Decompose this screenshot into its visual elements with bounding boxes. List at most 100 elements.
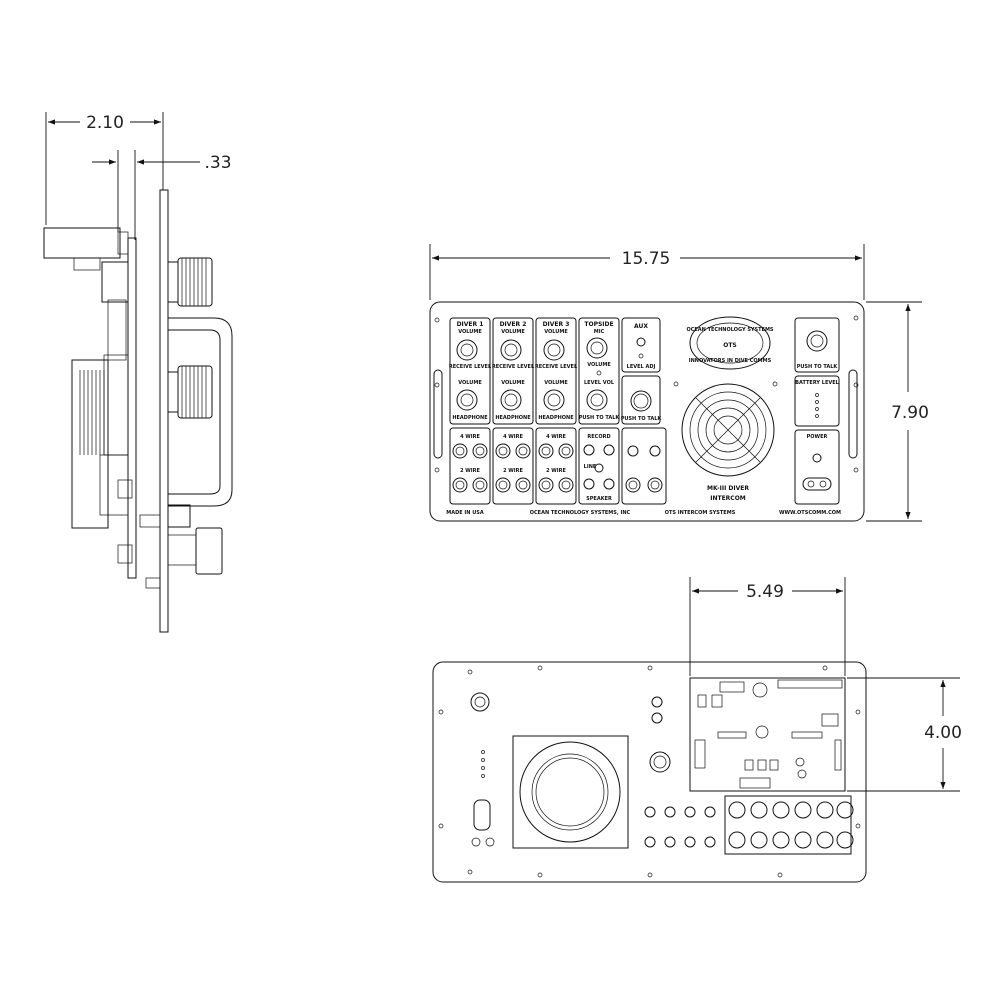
svg-text:VOLUME: VOLUME [544, 329, 568, 335]
module-diver-2: DIVER 2 VOLUME RECEIVE LEVEL VOLUME HEAD… [492, 317, 535, 425]
rear-speaker [512, 735, 629, 849]
jack-socket[interactable] [583, 444, 595, 456]
dimension-side-width: 2.10 [45, 112, 164, 225]
footer-made-in: MADE IN USA [446, 510, 484, 516]
side-connector-box [43, 227, 121, 259]
jack-socket[interactable] [472, 477, 488, 493]
svg-text:VOLUME: VOLUME [458, 329, 482, 335]
svg-text:2 WIRE: 2 WIRE [503, 468, 523, 474]
front-view: 15.75 7.90 DIVER 1 VOLUME RECEIVE [429, 244, 929, 522]
volume-knob[interactable] [586, 337, 608, 359]
front-handle-right [848, 369, 858, 459]
module-topside: TOPSIDE MIC VOLUME LEVEL VOL PUSH TO TAL… [578, 317, 621, 425]
ots-logo: OTS OCEAN TECHNOLOGY SYSTEMS INNOVATORS … [686, 316, 774, 370]
side-knob-lower [167, 365, 213, 419]
svg-text:VOLUME: VOLUME [501, 380, 525, 386]
module-battery: BATTERY LEVEL [794, 375, 840, 427]
side-speaker-magnet [71, 359, 109, 529]
jack-socket[interactable] [558, 477, 574, 493]
rear-jack-block [724, 795, 854, 855]
jack-socket[interactable] [452, 477, 468, 493]
jack-socket[interactable] [495, 443, 511, 459]
aux-jack[interactable] [636, 337, 646, 347]
dimension-side-thickness: .33 [92, 150, 232, 240]
product-name-2: INTERCOM [710, 495, 746, 502]
speaker-grille [681, 383, 775, 477]
jack-module-2: 4 WIRE 2 WIRE [492, 427, 534, 505]
jack-socket[interactable] [627, 445, 639, 457]
svg-text:PUSH TO TALK: PUSH TO TALK [797, 364, 839, 370]
svg-text:SPEAKER: SPEAKER [586, 496, 612, 502]
side-handle [168, 317, 233, 507]
volume-knob[interactable] [500, 339, 522, 361]
svg-text:LINE: LINE [584, 464, 597, 470]
jack-socket[interactable] [558, 443, 574, 459]
jack-socket[interactable] [649, 445, 661, 457]
volume-knob[interactable] [456, 389, 478, 411]
module-aux: AUX LEVEL ADJ [621, 317, 661, 373]
module-title: TOPSIDE [584, 321, 613, 328]
jack-socket[interactable] [603, 444, 615, 456]
side-heatsink-fins [79, 370, 105, 455]
jack-socket[interactable] [472, 443, 488, 459]
svg-text:RECEIVE LEVEL: RECEIVE LEVEL [535, 364, 578, 370]
volume-knob[interactable] [543, 339, 565, 361]
rear-connector-2 [649, 751, 671, 773]
jack-socket[interactable] [495, 477, 511, 493]
jack-socket[interactable] [603, 478, 615, 490]
power-toggle[interactable] [812, 453, 822, 463]
jack-socket[interactable] [583, 478, 595, 490]
volume-knob[interactable] [500, 389, 522, 411]
svg-text:MIC: MIC [594, 329, 605, 335]
front-panel-outline [429, 301, 865, 522]
svg-text:HEADPHONE: HEADPHONE [495, 415, 531, 421]
side-pcb-board [127, 237, 137, 579]
svg-text:POWER: POWER [807, 434, 828, 440]
rear-led-column [481, 750, 485, 778]
jack-socket[interactable] [515, 443, 531, 459]
side-power-connector [195, 527, 223, 575]
svg-text:AUX: AUX [634, 323, 648, 330]
module-diver-3: DIVER 3 VOLUME RECEIVE LEVEL VOLUME HEAD… [535, 317, 578, 425]
level-knob[interactable] [586, 389, 608, 411]
svg-text:4 WIRE: 4 WIRE [503, 434, 523, 440]
jack-module-1: 4 WIRE 2 WIRE [449, 427, 491, 505]
svg-text:LEVEL ADJ: LEVEL ADJ [627, 364, 656, 370]
power-connector[interactable] [802, 477, 832, 491]
logo-text: OTS [723, 342, 737, 349]
jack-socket[interactable] [452, 443, 468, 459]
rear-small-jacks [644, 806, 716, 848]
jack-socket[interactable] [515, 477, 531, 493]
jack-socket[interactable] [538, 443, 554, 459]
volume-knob[interactable] [456, 339, 478, 361]
push-button[interactable] [630, 390, 652, 412]
rear-connector [470, 692, 490, 712]
svg-text:HEADPHONE: HEADPHONE [452, 415, 488, 421]
svg-text:2 WIRE: 2 WIRE [546, 468, 566, 474]
dimension-front-width: 15.75 [429, 244, 865, 300]
push-to-talk-button[interactable] [806, 330, 828, 352]
dimension-label: 7.90 [891, 403, 929, 423]
dimension-label: 2.10 [86, 113, 124, 133]
svg-text:VOLUME: VOLUME [501, 329, 525, 335]
svg-text:RECORD: RECORD [587, 434, 610, 440]
side-knob-upper [167, 257, 213, 307]
side-panel-plate [159, 189, 169, 633]
svg-text:RECEIVE LEVEL: RECEIVE LEVEL [449, 364, 492, 370]
footer-website: WWW.OTSCOMM.COM [779, 510, 841, 516]
rear-panel-outline [432, 661, 867, 883]
svg-text:PUSH TO TALK: PUSH TO TALK [579, 415, 621, 421]
svg-text:RECEIVE LEVEL: RECEIVE LEVEL [492, 364, 535, 370]
jack-socket[interactable] [538, 477, 554, 493]
module-title: DIVER 3 [543, 321, 570, 328]
jack-socket[interactable] [647, 477, 663, 493]
volume-knob[interactable] [543, 389, 565, 411]
module-title: DIVER 1 [457, 321, 484, 328]
dimension-board-height: 4.00 [847, 677, 962, 792]
jack-socket[interactable] [625, 477, 641, 493]
product-name: MK-III DIVER [707, 485, 749, 492]
jack-module-aux [621, 427, 667, 505]
module-push-to-talk-right: PUSH TO TALK [794, 317, 840, 373]
svg-text:VOLUME: VOLUME [458, 380, 482, 386]
